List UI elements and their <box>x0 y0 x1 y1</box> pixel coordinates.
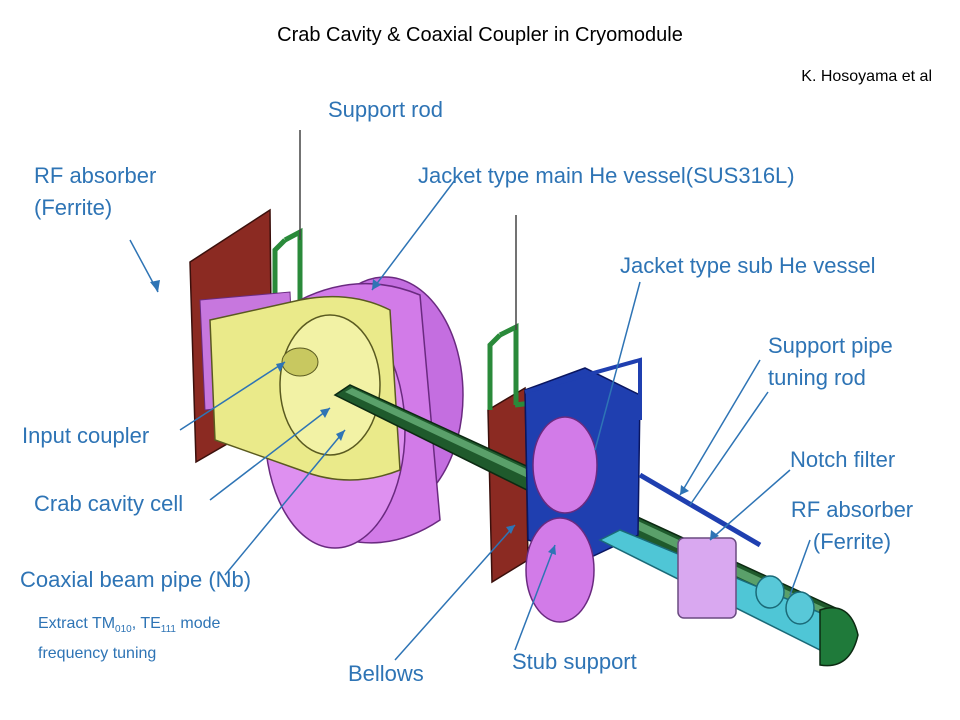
crab-cell-bore <box>281 347 319 377</box>
note-te-prefix: , TE <box>131 615 161 632</box>
sub-vessel-ring <box>532 416 598 514</box>
label-coaxial-beam-pipe: Coaxial beam pipe (Nb) <box>20 567 252 592</box>
label-input-coupler: Input coupler <box>22 423 150 448</box>
label-tuning-rod: tuning rod <box>768 365 866 390</box>
tuning-rod <box>638 472 762 548</box>
note-mode-suffix: mode <box>175 615 221 632</box>
note-frequency-tuning: frequency tuning <box>38 645 157 663</box>
right-end-flange <box>819 607 859 667</box>
note-tm-sub: 010 <box>115 624 132 636</box>
label-rf-absorber-left-sub: (Ferrite) <box>34 195 113 220</box>
label-notch-filter: Notch filter <box>790 447 896 472</box>
note-te-sub: 111 <box>160 624 176 636</box>
sub-vessel-lower-ring <box>525 517 595 623</box>
page-title: Crab Cavity & Coaxial Coupler in Cryomod… <box>277 24 683 46</box>
label-support-pipe: Support pipe <box>768 333 893 358</box>
rf-absorber-right <box>755 575 815 625</box>
label-jacket-main: Jacket type main He vessel(SUS316L) <box>418 163 795 188</box>
leader-arrowheads <box>150 279 719 555</box>
note-tm-prefix: Extract TM <box>38 615 116 632</box>
label-support-rod: Support rod <box>328 97 443 122</box>
label-stub-support: Stub support <box>512 649 637 674</box>
label-jacket-sub: Jacket type sub He vessel <box>620 253 876 278</box>
mode-note: Extract TM010, TE111 mode frequency tuni… <box>38 612 220 666</box>
label-crab-cavity-cell: Crab cavity cell <box>34 491 184 516</box>
author-credit: K. Hosoyama et al <box>801 68 932 85</box>
label-rf-absorber-right: RF absorber <box>790 497 914 522</box>
label-rf-absorber-left: RF absorber <box>34 163 157 188</box>
label-rf-absorber-right-sub: (Ferrite) <box>812 529 892 554</box>
support-pipe <box>524 357 642 420</box>
label-bellows: Bellows <box>348 661 424 686</box>
leader-lines <box>129 179 811 661</box>
notch-filter-body <box>677 537 737 619</box>
